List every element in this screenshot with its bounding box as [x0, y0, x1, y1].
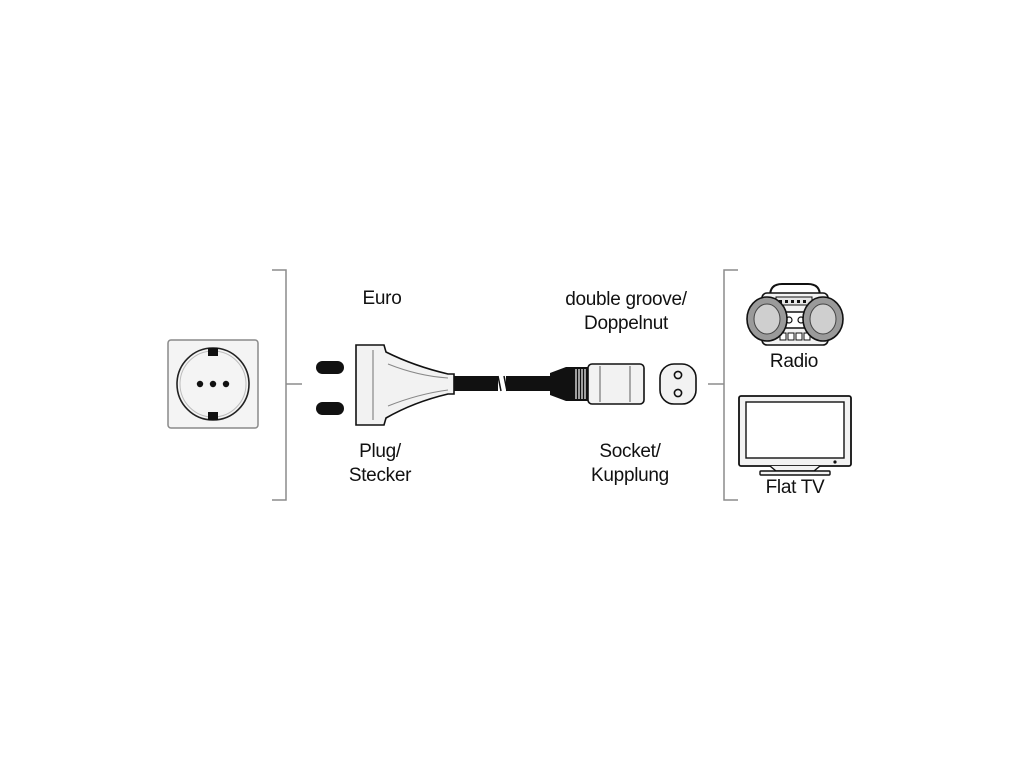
socket-type-label: double groove/ Doppelnut [565, 289, 687, 334]
device-tv-label: Flat TV [765, 477, 825, 498]
plug-type-label: Euro [362, 288, 402, 309]
left-bracket [272, 269, 302, 501]
cable-icon [454, 375, 550, 392]
plug-label: Plug/ Stecker [348, 441, 412, 486]
boombox-radio-icon [746, 283, 844, 346]
euro-plug-icon [316, 344, 455, 426]
device-radio-label: Radio [769, 351, 819, 372]
socket-label: Socket/ Kupplung [591, 441, 669, 486]
c7-socket-face-icon [659, 363, 697, 405]
flat-tv-icon [738, 395, 852, 476]
wall-socket-icon [167, 339, 259, 429]
right-bracket [708, 269, 738, 501]
c7-connector-icon [550, 363, 645, 405]
